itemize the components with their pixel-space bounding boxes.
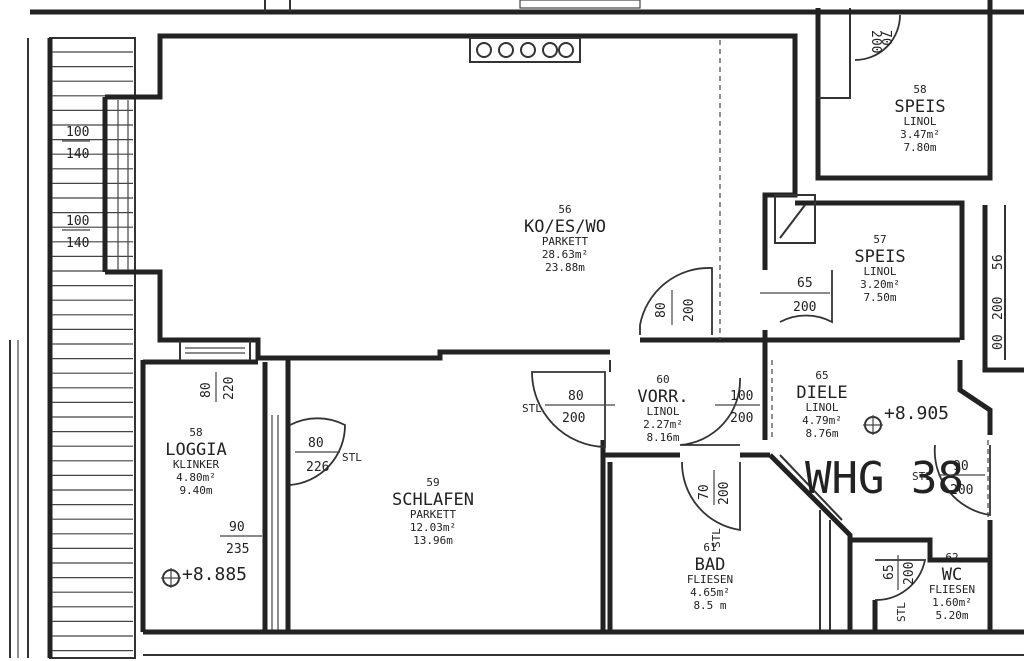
door-swings [289,14,991,601]
svg-text:80: 80 [568,389,584,404]
svg-text:LINOL: LINOL [805,401,838,414]
svg-text:4.80m²: 4.80m² [176,471,216,484]
room-label-schlafen: 59 SCHLAFEN PARKETT 12.03m² 13.96m [392,476,474,547]
svg-text:SPEIS: SPEIS [854,247,905,267]
walls [30,0,1024,656]
svg-text:23.88m: 23.88m [545,261,585,274]
svg-text:LOGGIA: LOGGIA [165,440,226,460]
svg-text:70: 70 [878,30,893,46]
svg-text:58: 58 [913,83,926,96]
svg-text:200: 200 [682,299,697,322]
svg-text:12.03m²: 12.03m² [410,521,456,534]
svg-text:140: 140 [66,147,89,162]
svg-text:5.20m: 5.20m [935,609,968,622]
room-label-speis57: 57 SPEIS LINOL 3.20m² 7.50m [854,233,905,304]
svg-text:3.20m²: 3.20m² [860,278,900,291]
svg-text:100: 100 [66,214,89,229]
svg-text:59: 59 [426,476,439,489]
svg-text:28.63m²: 28.63m² [542,248,588,261]
svg-text:+8.905: +8.905 [884,403,949,424]
svg-text:60: 60 [656,373,669,386]
svg-text:LINOL: LINOL [903,115,936,128]
svg-text:61: 61 [703,541,716,554]
svg-text:57: 57 [873,233,886,246]
svg-text:8.5 m: 8.5 m [693,599,726,612]
svg-text:KO/ES/WO: KO/ES/WO [524,217,606,237]
stove-icon [469,37,581,63]
svg-text:100: 100 [730,389,753,404]
svg-text:4.79m²: 4.79m² [802,414,842,427]
room-label-bad: 61 BAD FLIESEN 4.65m² 8.5 m [687,541,733,612]
room-label-diele: 65 DIELE LINOL 4.79m² 8.76m [796,369,847,440]
svg-text:200: 200 [717,482,732,505]
svg-text:220: 220 [222,377,237,400]
svg-text:80: 80 [308,436,324,451]
svg-text:4.65m²: 4.65m² [690,586,730,599]
svg-text:2.27m²: 2.27m² [643,418,683,431]
svg-text:100: 100 [66,125,89,140]
svg-text:FLIESEN: FLIESEN [929,583,975,596]
svg-text:65: 65 [815,369,828,382]
svg-text:226: 226 [306,460,329,475]
svg-text:STL: STL [912,470,932,483]
svg-text:7.50m: 7.50m [863,291,896,304]
svg-text:56: 56 [558,203,571,216]
svg-text:56: 56 [991,254,1006,270]
svg-text:SPEIS: SPEIS [894,97,945,117]
svg-text:200: 200 [793,300,816,315]
svg-text:STL: STL [342,451,362,464]
svg-text:SCHLAFEN: SCHLAFEN [392,490,474,510]
svg-text:7.80m: 7.80m [903,141,936,154]
svg-text:WC: WC [942,565,962,585]
svg-text:62: 62 [945,551,958,564]
level-marker-loggia: +8.885 [161,564,247,588]
svg-text:PARKETT: PARKETT [410,508,457,521]
svg-text:65: 65 [797,276,813,291]
svg-text:9.40m: 9.40m [179,484,212,497]
svg-text:80: 80 [654,302,669,318]
svg-text:200: 200 [902,562,917,585]
dimension-labels: 100 140 100 140 80 200 100 200 65 200 80… [62,30,1006,622]
svg-text:FLIESEN: FLIESEN [687,573,733,586]
svg-text:8.16m: 8.16m [646,431,679,444]
svg-text:200: 200 [950,483,973,498]
svg-text:STL: STL [710,528,723,548]
svg-text:90: 90 [229,520,245,535]
level-marker-diele: +8.905 [863,403,949,435]
svg-text:BAD: BAD [695,555,726,575]
svg-text:58: 58 [189,426,202,439]
room-label-vorr: 60 VORR. LINOL 2.27m² 8.16m [637,373,688,444]
svg-text:200: 200 [868,30,883,53]
room-label-ko: 56 KO/ES/WO PARKETT 28.63m² 23.88m [524,203,606,274]
svg-text:VORR.: VORR. [637,387,688,407]
svg-text:STL: STL [522,402,542,415]
unit-label: WHG 38 [805,453,964,504]
svg-text:8.76m: 8.76m [805,427,838,440]
svg-text:80: 80 [199,382,214,398]
room-label-speis58: 58 SPEIS LINOL 3.47m² 7.80m [894,83,945,154]
room-label-wc: 62 WC FLIESEN 1.60m² 5.20m [929,551,975,622]
svg-text:3.47m²: 3.47m² [900,128,940,141]
svg-text:65: 65 [882,564,897,580]
svg-text:90: 90 [953,459,969,474]
svg-text:140: 140 [66,236,89,251]
svg-text:200: 200 [730,411,753,426]
svg-text:KLINKER: KLINKER [173,458,220,471]
svg-text:200: 200 [991,297,1006,320]
svg-text:LINOL: LINOL [863,265,896,278]
svg-text:70: 70 [697,484,712,500]
room-label-loggia: 58 LOGGIA KLINKER 4.80m² 9.40m [165,426,226,497]
svg-text:235: 235 [226,542,249,557]
svg-text:+8.885: +8.885 [182,564,247,585]
svg-text:STL: STL [895,602,908,622]
svg-text:13.96m: 13.96m [413,534,453,547]
svg-text:DIELE: DIELE [796,383,847,403]
svg-text:00: 00 [991,334,1006,350]
svg-text:LINOL: LINOL [646,405,679,418]
svg-text:200: 200 [562,411,585,426]
svg-text:1.60m²: 1.60m² [932,596,972,609]
svg-text:PARKETT: PARKETT [542,235,589,248]
staircase [9,37,136,659]
